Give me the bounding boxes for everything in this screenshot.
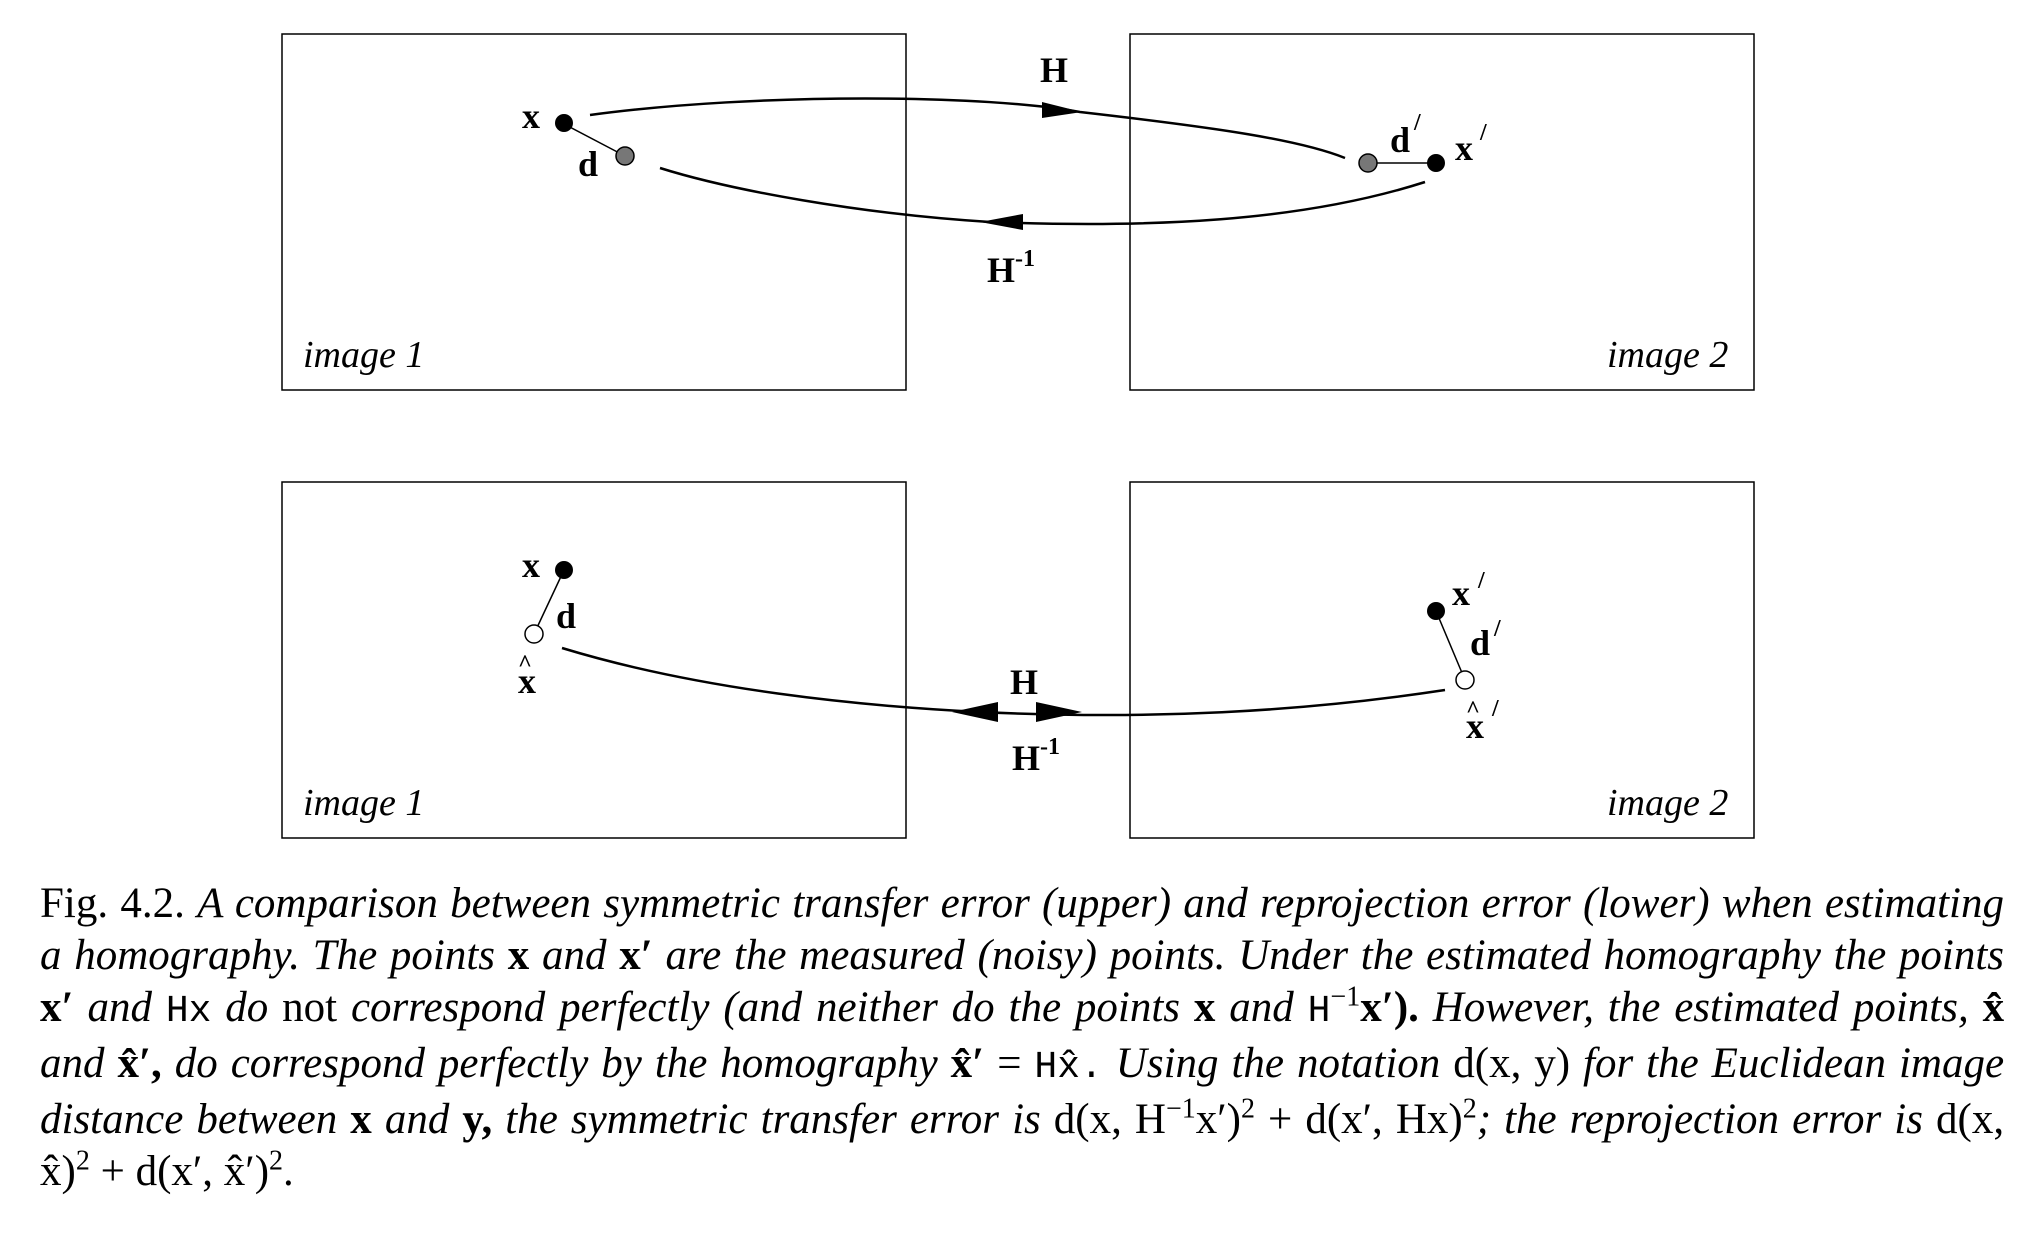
upper-label-dp: d	[1390, 120, 1410, 160]
caption-math-sq-3: 2	[75, 1145, 90, 1177]
caption-math-plus: + d(x′, Hx)	[1268, 1096, 1463, 1143]
caption-math-xhatp: x̂′,	[117, 1040, 162, 1087]
caption-text-7: for the Euclidean image distance between	[40, 1040, 2005, 1143]
lower-image2-label: image 2	[1607, 782, 1728, 824]
lower-label-xhatp: x	[1466, 706, 1484, 746]
upper-image1-label: image 1	[303, 334, 424, 376]
lower-d-segment	[533, 569, 565, 635]
caption-math-eq: =	[997, 1040, 1022, 1087]
caption-math-rep2: + d(x′, x̂′)	[100, 1148, 270, 1195]
caption-semicolon: ;	[1476, 1096, 1492, 1143]
caption-text-4: However, the estimated points,	[1432, 984, 1969, 1031]
upper-label-x: x	[522, 96, 540, 136]
lower-label-xp-prime: /	[1477, 568, 1485, 594]
caption-math-xhat: x̂	[1982, 984, 2005, 1031]
upper-forward-curve	[589, 97, 1346, 160]
upper-d-segment	[563, 123, 626, 157]
caption-math-symmetric-error: d(x, H−1x′)2 + d(x′, Hx)2;	[1053, 1093, 1492, 1143]
lower-label-xhat-hat: ^	[518, 651, 532, 677]
lower-label-xhatp-hat: ^	[1466, 697, 1480, 723]
lower-image1-frame	[281, 481, 907, 839]
caption-text-5: do correspond perfectly by the homograph…	[174, 1040, 938, 1087]
lower-label-d: d	[556, 596, 576, 636]
lower-label-dp: d	[1470, 623, 1490, 663]
caption-math-sym: d(x, H	[1053, 1096, 1166, 1143]
caption-math-sq-1: 2	[1241, 1093, 1255, 1125]
caption-math-x-3: x	[350, 1096, 372, 1143]
caption-and-2: and	[87, 984, 152, 1031]
homography-figure: x d d / x / H H -1 image 1 image 2 x d ^…	[281, 33, 1755, 839]
figure-caption: Fig. 4.2. A comparison between symmetric…	[40, 878, 2004, 1198]
lower-label-xp: x	[1452, 573, 1470, 613]
caption-and-3: and	[1229, 984, 1294, 1031]
upper-label-d: d	[578, 144, 598, 184]
caption-math-inv-exp: −1	[1330, 981, 1361, 1013]
caption-do: do	[225, 984, 269, 1031]
upper-label-xp: x	[1455, 128, 1473, 168]
caption-text-6: Using the notation	[1115, 1040, 1441, 1087]
upper-image2-label: image 2	[1607, 334, 1728, 376]
caption-fig-label: Fig. 4.2.	[40, 880, 185, 927]
upper-image1-frame	[281, 33, 907, 391]
caption-math-x: x	[507, 932, 530, 979]
lower-point-xhat	[524, 624, 544, 644]
upper-inverse-arrowhead	[980, 214, 1023, 230]
lower-label-Hinv-exp: -1	[1040, 734, 1060, 760]
upper-point-hx-inv	[615, 146, 635, 166]
caption-text-1: A comparison between symmetric transfer …	[40, 880, 2005, 979]
upper-image2-frame	[1129, 33, 1755, 391]
caption-and-4: and	[40, 1040, 105, 1087]
upper-forward-arrowhead	[1042, 102, 1082, 118]
caption-text-3: correspond perfectly (and neither do the…	[350, 984, 1181, 1031]
upper-point-xp	[1427, 154, 1445, 172]
caption-math-sym-exp: −1	[1165, 1093, 1196, 1125]
lower-point-xp	[1427, 602, 1445, 620]
caption-math-xp-2: x′	[40, 984, 74, 1031]
upper-point-x	[555, 114, 573, 132]
caption-math-Hinv: H	[1307, 990, 1331, 1033]
lower-label-Hinv: H	[1012, 738, 1040, 778]
lower-dp-segment	[1435, 610, 1466, 681]
caption-math-x-2: x	[1193, 984, 1216, 1031]
lower-left-arrowhead	[952, 702, 998, 722]
upper-label-xp-prime: /	[1479, 120, 1487, 146]
caption-math-Hxhat: Hx̂.	[1034, 1046, 1103, 1089]
upper-label-Hinv: H	[987, 250, 1015, 290]
caption-math-Hx: Hx	[165, 990, 212, 1033]
caption-math-reprojection-error: d(x, x̂)2 + d(x′, x̂′)2.	[40, 1096, 2004, 1195]
lower-image2-frame	[1129, 481, 1755, 839]
lower-label-x: x	[522, 545, 540, 585]
lower-connecting-curve	[561, 646, 1446, 717]
upper-inverse-curve	[659, 166, 1426, 226]
caption-text-2: are the measured (noisy) points. Under t…	[665, 932, 2005, 979]
lower-right-arrowhead	[1036, 702, 1082, 722]
lower-label-H: H	[1010, 662, 1038, 702]
upper-label-Hinv-exp: -1	[1015, 246, 1035, 272]
caption-and-1: and	[541, 932, 607, 979]
caption-math-end: .	[283, 1148, 294, 1195]
caption-math-dxy: d(x, y)	[1453, 1040, 1571, 1087]
caption-and-5: and	[384, 1096, 450, 1143]
caption-math-sq-2: 2	[1462, 1093, 1477, 1125]
caption-math-y: y,	[462, 1096, 493, 1143]
caption-math-rep1: d(x, x̂)	[40, 1096, 2005, 1195]
caption-math-xp: x′	[619, 932, 653, 979]
caption-math-xhatp-eq: x̂′	[950, 1040, 985, 1087]
lower-label-dp-prime: /	[1493, 616, 1501, 642]
lower-point-xhatp	[1455, 670, 1475, 690]
lower-point-x	[555, 561, 573, 579]
caption-math-xp-close: x′).	[1360, 984, 1419, 1031]
lower-label-xhat: x	[518, 661, 536, 701]
lower-label-xhatp-prime: /	[1491, 696, 1499, 722]
caption-math-Hinv-xp: H−1x′).	[1307, 981, 1419, 1033]
upper-point-hx	[1358, 153, 1378, 173]
caption-text-8: the symmetric transfer error is	[505, 1096, 1041, 1143]
caption-text-9: the reprojection error is	[1504, 1096, 1923, 1143]
caption-not: not	[282, 984, 338, 1031]
upper-label-H: H	[1040, 50, 1068, 90]
caption-math-sym2: x′)	[1195, 1096, 1241, 1143]
lower-image1-label: image 1	[303, 782, 424, 824]
caption-math-sq-4: 2	[269, 1145, 284, 1177]
upper-label-dp-prime: /	[1413, 110, 1421, 136]
